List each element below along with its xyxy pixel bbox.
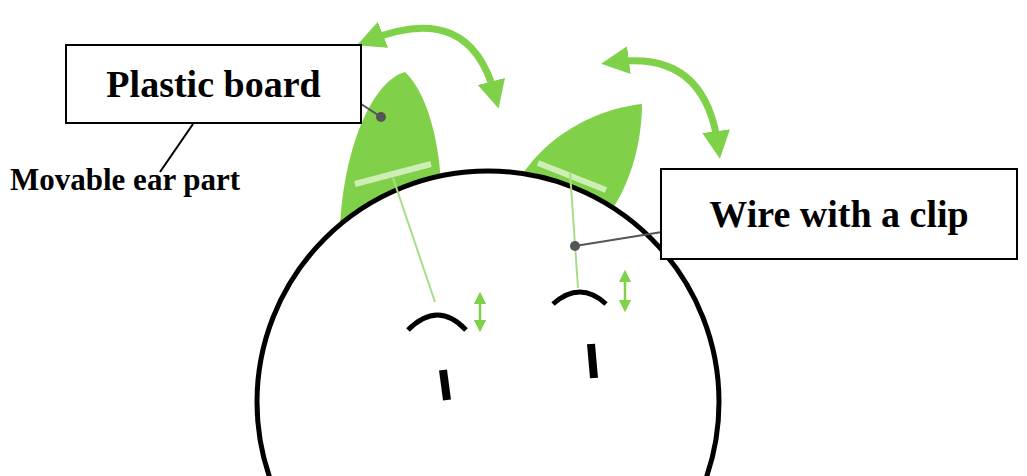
robot-head — [257, 171, 719, 476]
callout-text: Wire with a clip — [709, 192, 968, 236]
wire — [570, 172, 578, 288]
callout-box: Plastic board — [65, 44, 362, 124]
callout-text: Plastic board — [106, 62, 320, 106]
leader-dot — [376, 112, 386, 122]
eyebrow — [408, 315, 466, 330]
part-label: Movable ear part — [10, 162, 240, 198]
eye — [443, 370, 447, 400]
leader-dot — [570, 241, 580, 251]
wire — [393, 178, 435, 302]
eyebrow — [553, 292, 606, 304]
eye — [591, 344, 594, 378]
ear-bar — [538, 163, 606, 190]
callout-box: Wire with a clip — [660, 168, 1018, 260]
motion-arrow — [624, 276, 627, 306]
motion-arrow — [479, 298, 482, 326]
swing-arrow — [615, 61, 718, 145]
leader-line — [575, 232, 662, 246]
swing-arrow — [370, 28, 495, 95]
